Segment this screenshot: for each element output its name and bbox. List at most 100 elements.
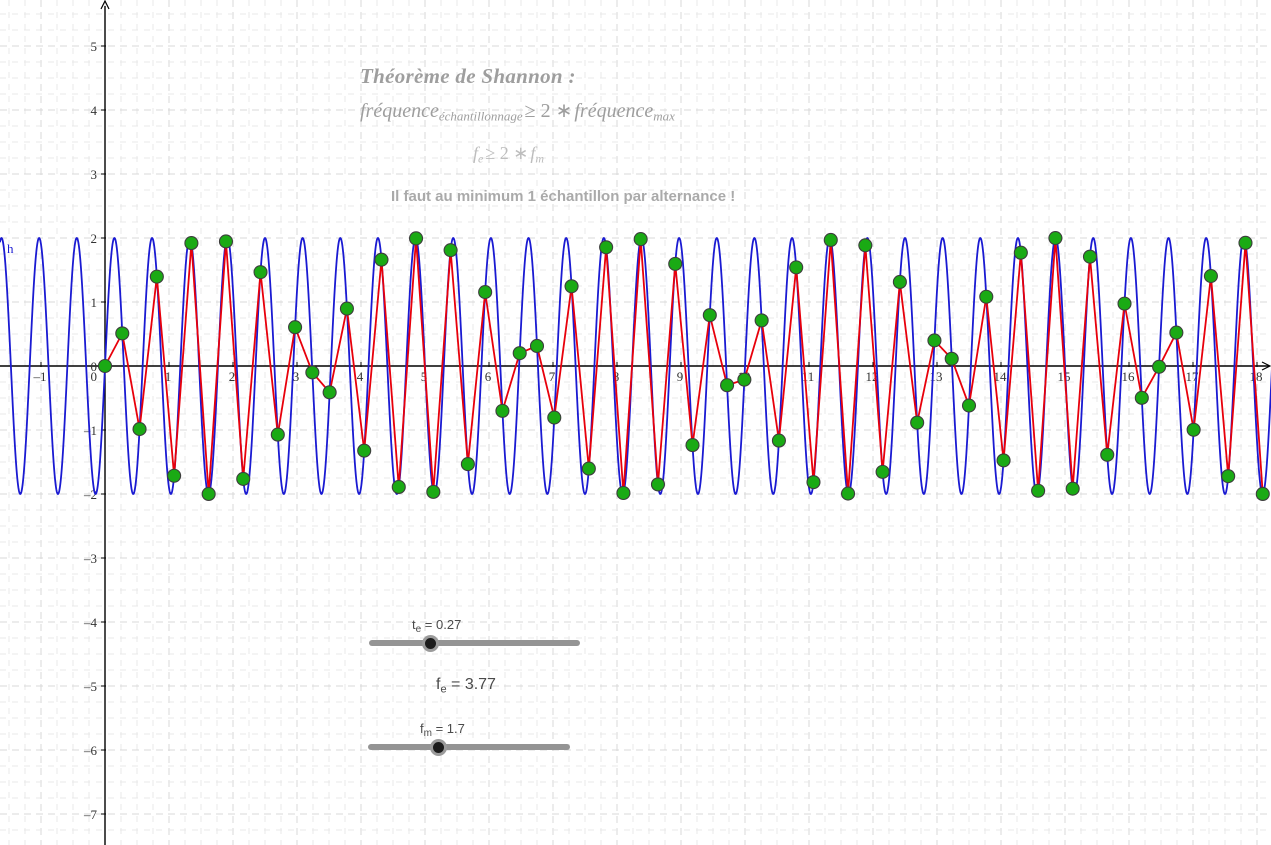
sample-point[interactable] (167, 468, 182, 483)
slider-te-knob[interactable] (421, 634, 439, 652)
sample-point[interactable] (115, 326, 130, 341)
sample-point[interactable] (391, 479, 406, 495)
sample-point[interactable] (806, 475, 821, 490)
slider-fm-knob[interactable] (429, 738, 447, 756)
sample-point[interactable] (581, 461, 596, 476)
y-axis-tick-label: –7 (83, 807, 98, 822)
slider-te-track[interactable] (369, 640, 580, 646)
x-axis-tick-label: 11 (802, 369, 815, 384)
x-axis-tick-label: 16 (1122, 369, 1136, 384)
sample-point[interactable] (771, 433, 786, 448)
x-axis-tick-label: 3 (293, 369, 300, 384)
sample-points[interactable] (97, 231, 1270, 502)
sample-point[interactable] (616, 485, 631, 501)
slider-te-symbol: t (412, 617, 416, 632)
sample-point[interactable] (564, 279, 579, 294)
sample-point[interactable] (1203, 269, 1218, 284)
sample-point[interactable] (1117, 296, 1132, 311)
y-axis-tick-label: –6 (83, 743, 98, 758)
sample-point[interactable] (374, 252, 389, 267)
sample-point[interactable] (1065, 481, 1080, 496)
sample-point[interactable] (339, 301, 354, 316)
sample-point[interactable] (685, 438, 700, 453)
sample-point[interactable] (840, 486, 856, 501)
sample-point[interactable] (1186, 422, 1201, 437)
x-axis-arrow-icon (1261, 361, 1271, 371)
y-axis-tick-label: –3 (83, 551, 97, 566)
sample-point[interactable] (1238, 235, 1253, 250)
sample-point[interactable] (322, 385, 337, 400)
y-axis-tick-label: 2 (91, 231, 98, 246)
sample-point[interactable] (149, 269, 164, 284)
sample-point[interactable] (478, 285, 493, 300)
sample-point[interactable] (944, 351, 959, 366)
y-axis-tick-label: 1 (91, 295, 98, 310)
sample-point[interactable] (823, 232, 838, 248)
function-label-layer: h (7, 241, 14, 256)
sample-point[interactable] (201, 486, 216, 502)
y-axis-tick-label: 4 (91, 103, 98, 118)
sample-point[interactable] (650, 477, 666, 492)
sample-point[interactable] (357, 443, 372, 458)
sample-point[interactable] (789, 260, 804, 275)
sample-point[interactable] (443, 243, 458, 258)
x-axis-tick-label: 9 (677, 369, 684, 384)
sample-point[interactable] (408, 231, 424, 246)
slider-fm-track[interactable] (368, 744, 570, 750)
sample-point[interactable] (495, 403, 510, 418)
sample-point[interactable] (737, 372, 752, 387)
y-axis-tick-label: 0 (91, 359, 98, 374)
sample-point[interactable] (910, 415, 925, 430)
slider-fm-subscript: m (423, 728, 432, 739)
sample-point[interactable] (305, 365, 320, 380)
sample-point[interactable] (996, 453, 1011, 468)
sample-point[interactable] (236, 471, 251, 486)
sample-point[interactable] (529, 338, 545, 354)
fe-symbol: f (436, 676, 441, 693)
slider-te-value: = 0.27 (421, 617, 462, 632)
sample-point[interactable] (132, 422, 147, 437)
sample-point[interactable] (426, 484, 441, 499)
sample-point[interactable] (1169, 325, 1184, 340)
sample-point[interactable] (720, 378, 735, 393)
sample-point[interactable] (668, 256, 683, 271)
sample-point[interactable] (961, 398, 977, 413)
slider-fm-symbol: f (420, 721, 424, 736)
sample-point[interactable] (927, 333, 942, 348)
sample-point[interactable] (218, 234, 234, 249)
sample-point[interactable] (253, 265, 268, 280)
sample-point[interactable] (702, 308, 717, 323)
sample-point[interactable] (1221, 469, 1236, 484)
y-axis-arrow-icon (100, 0, 110, 10)
x-axis-tick-label: 18 (1250, 369, 1263, 384)
sample-point[interactable] (270, 427, 285, 442)
y-axis-tick-label: 5 (91, 39, 98, 54)
sample-point[interactable] (858, 238, 873, 253)
y-axis-tick-label: –5 (83, 679, 97, 694)
x-axis-tick-label: 5 (421, 369, 428, 384)
sample-point[interactable] (547, 410, 562, 425)
sample-point[interactable] (1031, 483, 1046, 498)
sample-point[interactable] (1134, 390, 1149, 405)
sample-point[interactable] (892, 274, 907, 290)
sample-point[interactable] (1152, 359, 1167, 374)
sample-point[interactable] (1013, 245, 1028, 260)
sample-point[interactable] (599, 240, 614, 255)
sample-point[interactable] (754, 313, 769, 328)
sample-point[interactable] (1082, 249, 1098, 264)
sample-point[interactable] (512, 346, 527, 361)
sample-point[interactable] (97, 358, 113, 374)
x-axis-tick-label: 6 (485, 369, 492, 384)
sample-point[interactable] (1100, 447, 1115, 462)
sample-point[interactable] (460, 457, 475, 472)
fe-value: = 3.77 (446, 676, 496, 693)
sample-point[interactable] (1255, 486, 1270, 502)
sample-point[interactable] (979, 289, 994, 304)
sample-point[interactable] (875, 464, 890, 479)
sample-point[interactable] (288, 320, 303, 335)
y-axis-tick-label: –4 (83, 615, 98, 630)
sample-point[interactable] (1048, 231, 1063, 246)
sample-point[interactable] (184, 236, 199, 251)
sample-point[interactable] (633, 232, 648, 247)
